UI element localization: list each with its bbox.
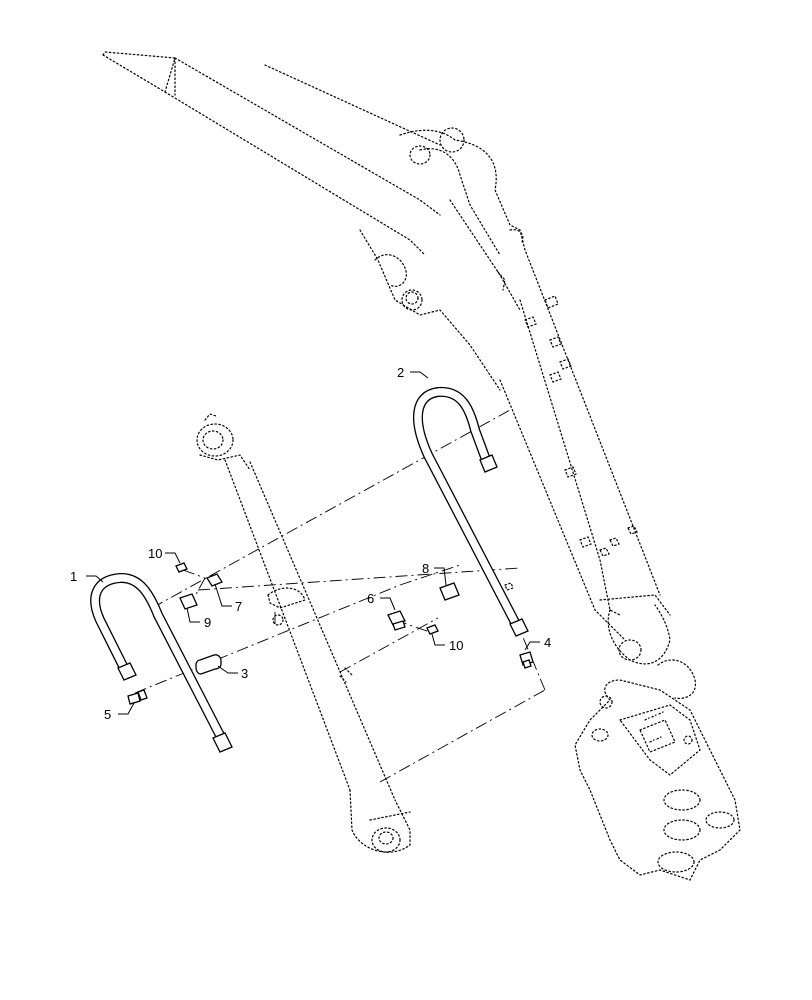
callout-7: 7: [235, 599, 242, 614]
callout-1: 1: [70, 569, 77, 584]
elbow-fitting-5: [127, 689, 148, 705]
clamp-6: [387, 610, 406, 631]
boom-cylinder-outline: [196, 413, 411, 853]
callout-3: 3: [241, 666, 248, 681]
hose-1: [90, 573, 233, 753]
connector-4: [519, 651, 534, 669]
clamp-8: [439, 582, 460, 601]
bolt-10b: [426, 624, 439, 635]
callout-10-upper: 10: [148, 546, 162, 561]
clamp-9: [179, 593, 198, 610]
callout-10-lower: 10: [449, 638, 463, 653]
hose-2: [412, 386, 529, 637]
callout-9: 9: [204, 615, 211, 630]
callout-8: 8: [422, 561, 429, 576]
routing-centerlines: [134, 409, 546, 783]
callout-6: 6: [367, 591, 374, 606]
fitting-3: [195, 654, 222, 675]
boom-arm-outline: [102, 51, 671, 665]
callout-5: 5: [104, 707, 111, 722]
callout-4: 4: [544, 635, 551, 650]
callout-leaders: [86, 371, 540, 715]
bolt-10a: [175, 562, 188, 573]
callout-2: 2: [397, 365, 404, 380]
callout-labels: 1 2 3 4 5 6 7 8 9 10 10: [70, 365, 551, 722]
spacer-7: [206, 573, 223, 587]
bucket-linkage-outline: [574, 659, 741, 881]
